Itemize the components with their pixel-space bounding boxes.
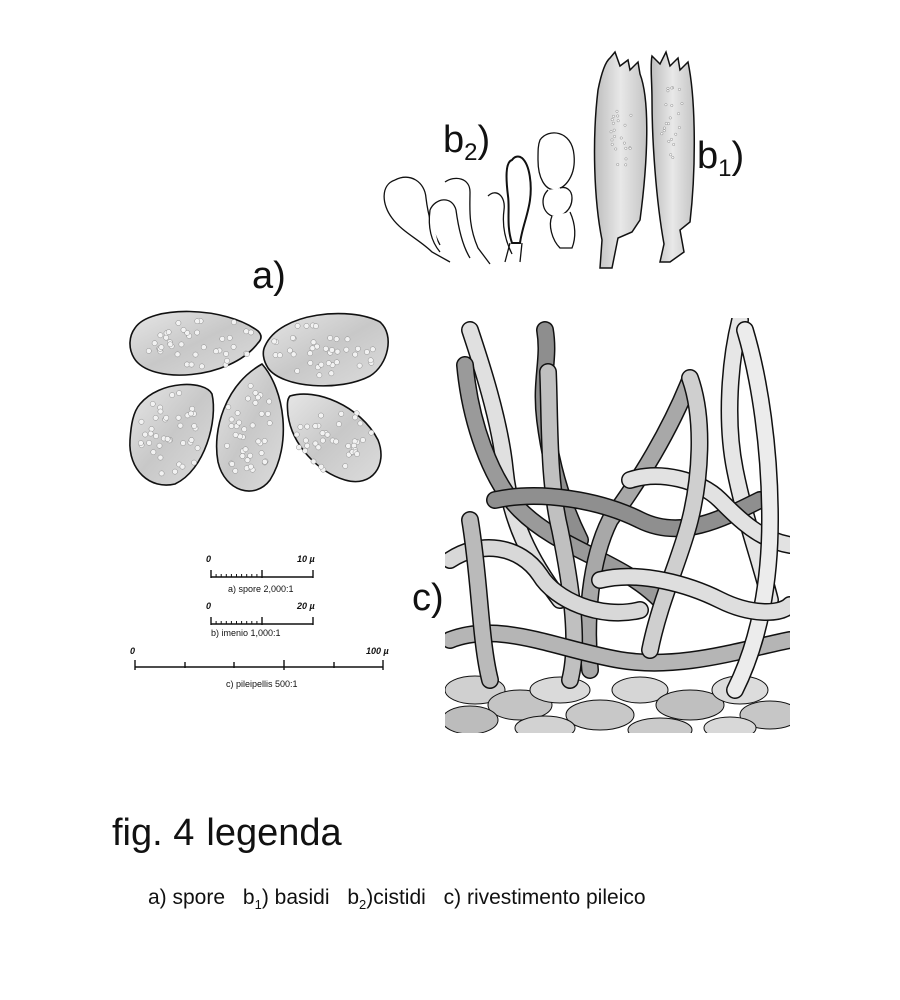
panel-label-b2: b2) xyxy=(443,119,490,166)
scale-zero-pileipellis: 0 xyxy=(130,646,135,656)
scale-bar-pileipellis xyxy=(134,660,384,670)
scale-caption-imenio: b) imenio 1,000:1 xyxy=(211,628,281,638)
legend-item-basidi: b1) basidi xyxy=(242,886,330,913)
panel-label-b1: b1) xyxy=(697,135,744,182)
legend-item-cistidi: b2)cistidi xyxy=(347,886,426,913)
scale-max-spore: 10 µ xyxy=(297,554,315,564)
scale-bar-spore xyxy=(210,570,314,578)
figure-number: fig. 4 xyxy=(112,812,195,854)
scale-caption-spore: a) spore 2,000:1 xyxy=(228,584,294,594)
scale-zero-imenio: 0 xyxy=(206,601,211,611)
figure-title-word: legenda xyxy=(206,812,342,854)
figure-title: fig. 4 legenda xyxy=(112,812,342,855)
panel-label-a: a) xyxy=(252,255,286,297)
scale-max-imenio: 20 µ xyxy=(296,601,315,611)
spore xyxy=(215,362,285,492)
spores-drawing xyxy=(129,310,389,492)
scale-max-pileipellis: 100 µ xyxy=(366,646,389,656)
scale-bar-imenio xyxy=(210,617,314,625)
cystidia-drawing xyxy=(383,132,576,265)
spore xyxy=(286,393,382,483)
legend-item-rivestimento: c) rivestimento pileico xyxy=(443,886,646,909)
basidia-drawing xyxy=(593,49,696,269)
figure-legend: a) spore b1) basidi b2)cistidi c) rivest… xyxy=(148,886,658,912)
scale-caption-pileipellis: c) pileipellis 500:1 xyxy=(226,679,298,689)
legend-item-spore: a) spore xyxy=(148,886,226,909)
panel-label-c: c) xyxy=(412,577,444,619)
scale-zero-spore: 0 xyxy=(206,554,211,564)
pileipellis-drawing xyxy=(445,318,790,733)
